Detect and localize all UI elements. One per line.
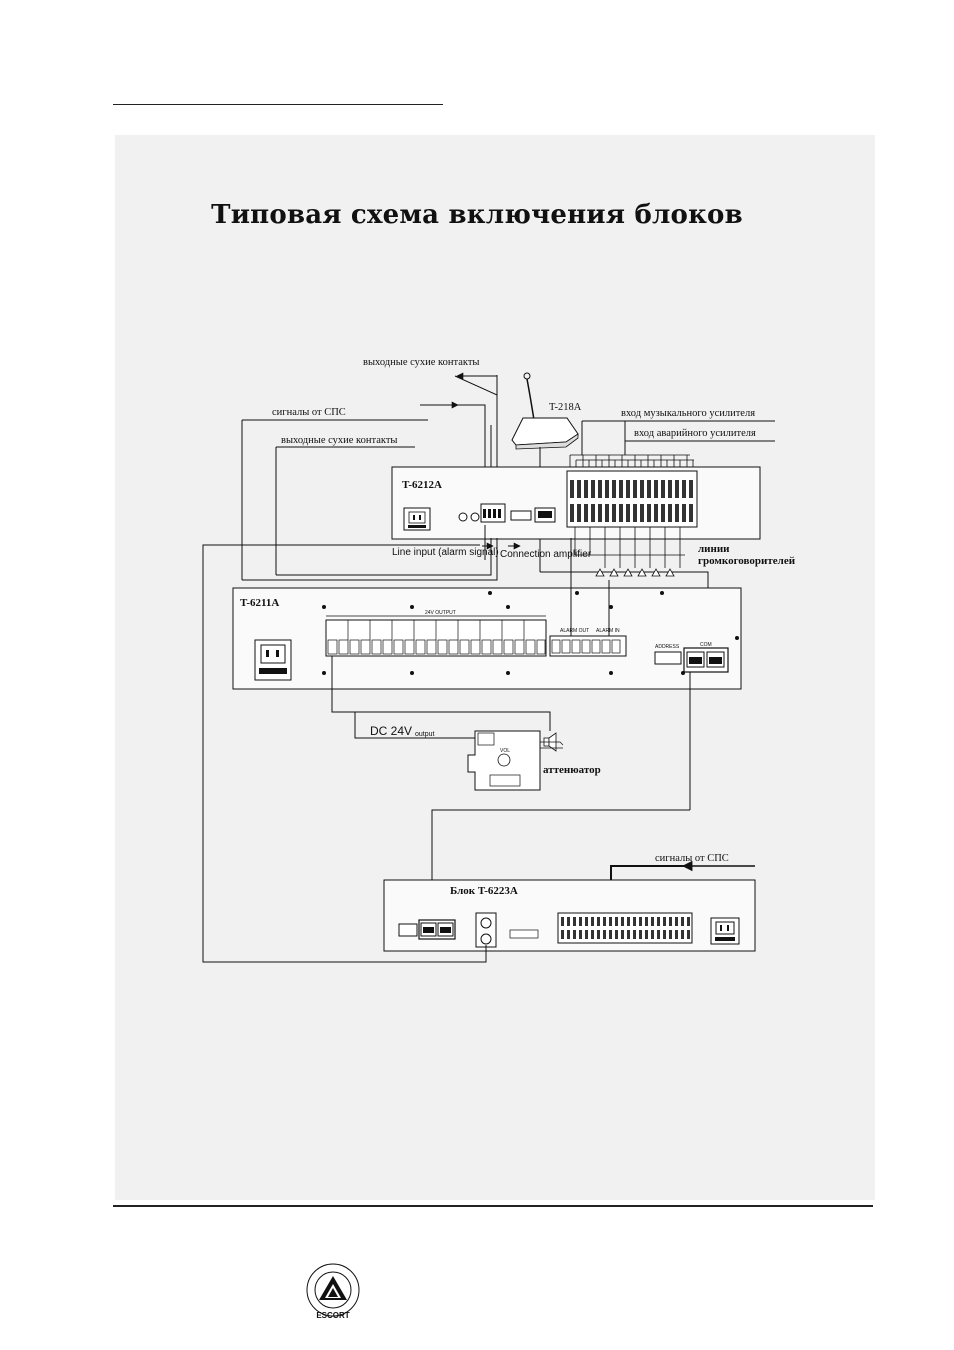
power-socket-icon-3 — [710, 917, 740, 945]
wire-output-return — [202, 836, 487, 963]
terminal-strip-unit1 — [566, 470, 698, 528]
address-dip-icon-3 — [398, 923, 418, 937]
dip-switch-icon — [510, 510, 532, 521]
power-socket-icon-2 — [254, 639, 292, 681]
wire-dc24v — [354, 712, 475, 739]
wire-dry-contacts-top — [454, 375, 498, 396]
label-dry-contacts-top: выходные сухие контакты — [363, 357, 479, 368]
label-speaker-lines-2: громкоговорителей — [698, 555, 796, 567]
terminal-strip-unit3 — [557, 912, 693, 944]
label-fire-alarm-1: сигналы от СПС — [272, 407, 346, 418]
card-slot-icon — [509, 929, 539, 939]
attenuator: VOL — [467, 730, 541, 791]
svg-text:VOL: VOL — [500, 748, 510, 754]
speaker-line-wires — [574, 527, 685, 568]
logo-text: ESCORT — [316, 1311, 349, 1320]
header-rule — [113, 104, 443, 105]
com-ports-icon — [683, 647, 729, 673]
label-output: output — [415, 731, 435, 738]
wire-line-input — [202, 544, 480, 836]
label-alarm-out: ALARM OUT — [560, 628, 589, 634]
label-alarm-in: ALARM IN — [596, 628, 620, 634]
label-dc24v: DC 24V — [370, 724, 412, 738]
attenuator-leads — [540, 741, 564, 749]
terminal-strip-24v — [325, 619, 547, 657]
label-dry-contacts-2: выходные сухие контакты — [281, 435, 397, 446]
page-title: Типовая схема включения блоков — [211, 200, 743, 230]
screw-icons — [322, 591, 739, 675]
label-emergency-amp-in: вход аварийного усилителя — [634, 428, 756, 439]
wire-fire-alarm-down — [458, 404, 486, 490]
label-mic: T-218A — [549, 402, 582, 413]
label-unit2: T-6211A — [240, 597, 279, 609]
footer-rule — [113, 1205, 873, 1207]
label-speaker-lines-1: линии — [698, 543, 730, 555]
wire-24v-bus — [331, 656, 551, 731]
label-unit3: Блок T-6223A — [450, 885, 518, 897]
wire-dry-contacts-return — [276, 538, 492, 576]
label-address: ADDRESS — [655, 644, 680, 650]
label-24v-output: 24V OUTPUT — [425, 610, 456, 616]
rj45-port-inner — [538, 511, 552, 518]
com-ports-icon-3 — [418, 919, 456, 940]
wire-fire-alarm-return — [242, 538, 498, 581]
label-attenuator: аттенюатор — [543, 764, 601, 776]
label-unit1: T-6212A — [402, 479, 442, 491]
address-dip-icon — [654, 651, 682, 665]
terminal-strip-alarm — [549, 635, 627, 657]
label-music-amp-in: вход музыкального усилителя — [621, 408, 755, 419]
label-com: COM — [700, 642, 712, 648]
label-fire-alarm-2: сигналы от СПС — [655, 853, 729, 864]
knob-icon — [470, 512, 480, 522]
speaker-symbols — [595, 568, 675, 577]
label-connection-amp: Connection amplifier — [500, 549, 592, 560]
knob-icon — [458, 512, 468, 522]
microphone-t218a — [511, 372, 579, 572]
terminal-block-unit1 — [480, 503, 506, 523]
escort-logo: ESCORT — [306, 1263, 360, 1320]
label-line-input: Line input (alarm signal) — [392, 547, 499, 558]
output-jacks-icon — [475, 912, 497, 948]
power-socket-icon — [403, 507, 431, 531]
